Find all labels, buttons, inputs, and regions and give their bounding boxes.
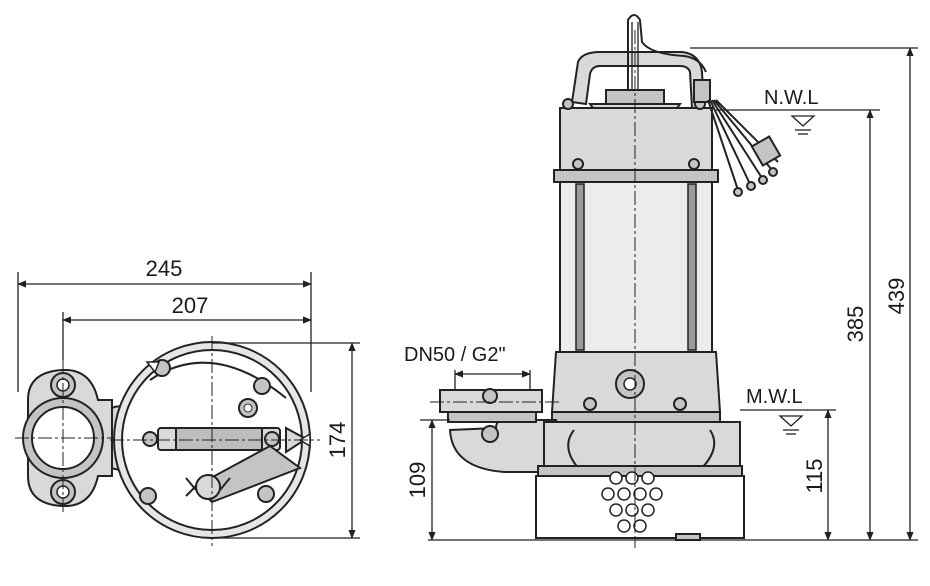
minimum-water-level-marker: M.W.L xyxy=(740,386,836,435)
dimension-label-plan-depth: 174 xyxy=(325,422,350,459)
dimension-label-flange-span: 207 xyxy=(172,293,209,318)
dimension-discharge-height: 109 xyxy=(405,419,450,541)
discharge-flange-plan xyxy=(15,360,118,515)
dimension-label-overall-height: 439 xyxy=(884,278,909,315)
pump-base-plan xyxy=(110,336,320,546)
dimension-label-overall-width: 245 xyxy=(146,256,183,281)
discharge-size-dimension: DN50 / G2" xyxy=(404,344,531,390)
motor-body xyxy=(559,181,713,353)
dimension-label-discharge-height: 109 xyxy=(405,462,430,499)
dimension-normal-water-level: 385 xyxy=(843,109,874,541)
dimension-overall-width: 245 xyxy=(17,256,312,392)
discharge-size-label: DN50 / G2" xyxy=(404,344,506,366)
dimension-plan-depth: 174 xyxy=(212,342,360,539)
pump-volute xyxy=(535,421,745,541)
minimum-water-level-label: M.W.L xyxy=(746,386,803,408)
dimension-label-normal-water-level: 385 xyxy=(843,306,868,343)
dimension-label-minimum-water-level: 115 xyxy=(802,458,827,493)
dimension-minimum-water-level: 115 xyxy=(802,409,832,541)
normal-water-level-marker: N.W.L xyxy=(716,87,880,135)
power-cable xyxy=(693,79,782,197)
elevation-view: N.W.L M.W.L DN50 / G2" 109 xyxy=(404,14,918,548)
discharge-elbow xyxy=(430,388,560,473)
plan-view: 245 207 174 xyxy=(15,256,360,546)
dimension-flange-span: 207 xyxy=(62,293,312,360)
dimension-overall-height: 439 xyxy=(690,47,918,541)
normal-water-level-label: N.W.L xyxy=(764,87,818,109)
